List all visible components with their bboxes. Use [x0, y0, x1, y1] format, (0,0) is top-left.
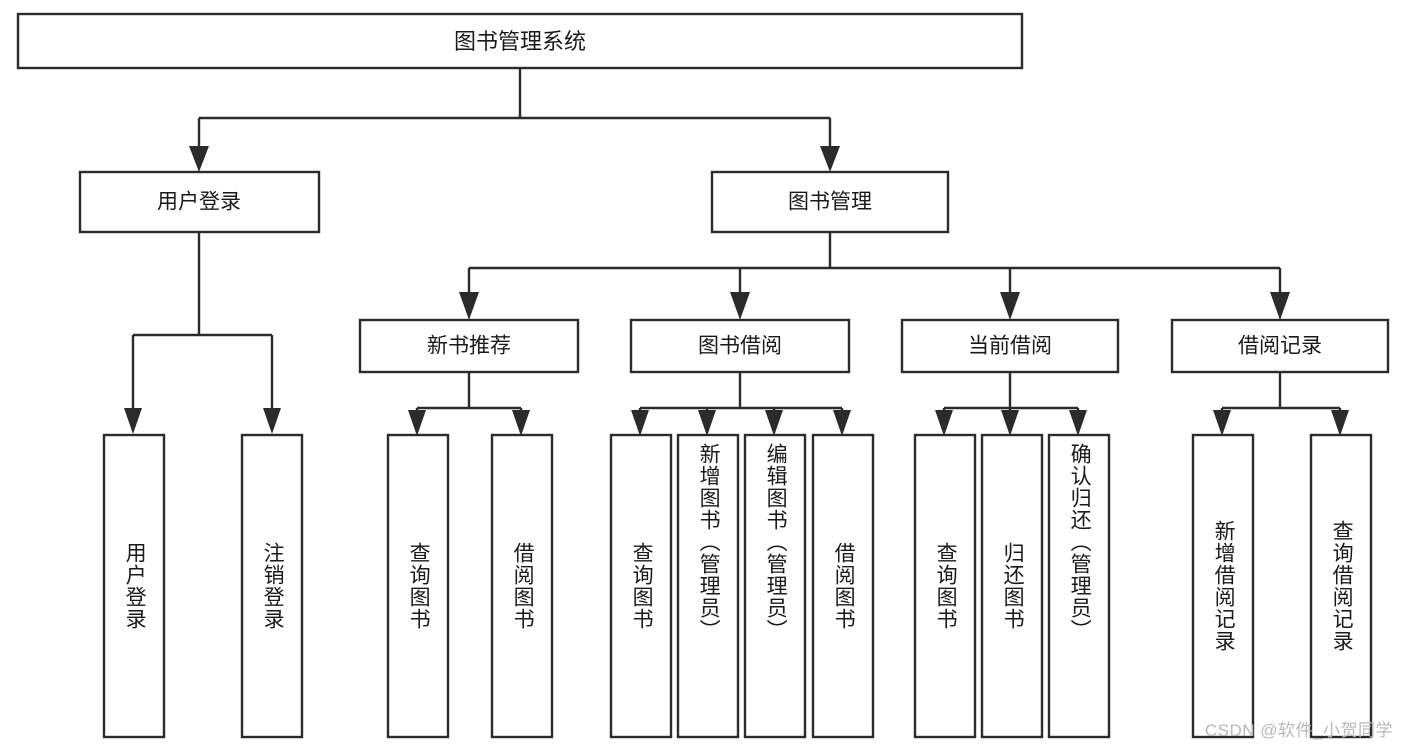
leaf-box-edit-book[interactable] [743, 433, 807, 739]
arrow-head-leaf-edit-book [765, 410, 783, 436]
node-book-borrow[interactable]: 图书借阅 [629, 318, 851, 374]
connectors-group [124, 68, 1349, 436]
arrow-head-leaf-query-book-3 [935, 410, 953, 436]
node-book-borrow-label: 图书借阅 [698, 335, 782, 358]
node-book-management-label: 图书管理 [788, 191, 872, 214]
node-book-management[interactable]: 图书管理 [710, 170, 950, 234]
node-borrow-record-label: 借阅记录 [1238, 335, 1322, 358]
arrow-head-leaf-user-login [124, 408, 142, 434]
node-root-label: 图书管理系统 [454, 29, 586, 54]
node-borrow-record-box[interactable] [1170, 318, 1390, 374]
node-current-borrow[interactable]: 当前借阅 [900, 318, 1120, 374]
leaf-box-query-book-2[interactable] [609, 433, 673, 739]
arrow-head-book-borrow [730, 292, 750, 320]
arrow-head-new-book-recommend [459, 292, 479, 320]
leaf-box-confirm-return[interactable] [1047, 433, 1111, 739]
arrow-head-leaf-borrow-book-1 [512, 410, 530, 436]
arrow-head-leaf-borrow-book-2 [833, 410, 851, 436]
node-new-book-recommend[interactable]: 新书推荐 [358, 318, 580, 374]
leaf-box-query-record[interactable] [1309, 433, 1373, 739]
arrow-head-leaf-add-book [698, 410, 716, 436]
leaf-box-add-record[interactable] [1191, 433, 1255, 739]
node-user-login-box[interactable] [78, 170, 321, 234]
arrow-head-leaf-user-logout [263, 408, 281, 434]
node-borrow-record[interactable]: 借阅记录 [1170, 318, 1390, 374]
node-book-management-box[interactable] [710, 170, 950, 234]
arrow-head-borrow-record [1270, 292, 1290, 320]
node-user-login-label: 用户登录 [157, 191, 241, 214]
arrow-head-leaf-confirm-return [1069, 410, 1087, 436]
leaf-boxes-group [102, 433, 1373, 739]
leaf-box-return-book[interactable] [980, 433, 1044, 739]
node-root[interactable]: 图书管理系统 [16, 12, 1024, 70]
arrow-head-current-borrow [1000, 292, 1020, 320]
leaf-box-borrow-book-1[interactable] [490, 433, 554, 739]
node-current-borrow-label: 当前借阅 [968, 335, 1052, 358]
arrow-head-leaf-add-record [1213, 410, 1231, 436]
node-root-box[interactable] [16, 12, 1024, 70]
node-current-borrow-box[interactable] [900, 318, 1120, 374]
leaf-box-user-login[interactable] [102, 433, 166, 739]
arrow-head-user-login [189, 146, 209, 172]
leaf-box-add-book[interactable] [676, 433, 740, 739]
arrow-head-leaf-return-book [1001, 410, 1019, 436]
node-new-book-recommend-label: 新书推荐 [427, 335, 511, 358]
leaf-box-borrow-book-2[interactable] [811, 433, 875, 739]
watermark-text: CSDN @软件_小贺同学 [1204, 721, 1393, 740]
leaf-box-query-book-3[interactable] [913, 433, 977, 739]
leaf-box-user-logout[interactable] [240, 433, 304, 739]
arrow-head-leaf-query-book-2 [631, 410, 649, 436]
arrow-head-leaf-query-record [1331, 410, 1349, 436]
node-user-login[interactable]: 用户登录 [78, 170, 321, 234]
node-new-book-recommend-box[interactable] [358, 318, 580, 374]
node-book-borrow-box[interactable] [629, 318, 851, 374]
arrow-head-book-management [820, 146, 840, 172]
arrow-head-leaf-query-book-1 [408, 410, 426, 436]
leaf-box-query-book-1[interactable] [386, 433, 450, 739]
